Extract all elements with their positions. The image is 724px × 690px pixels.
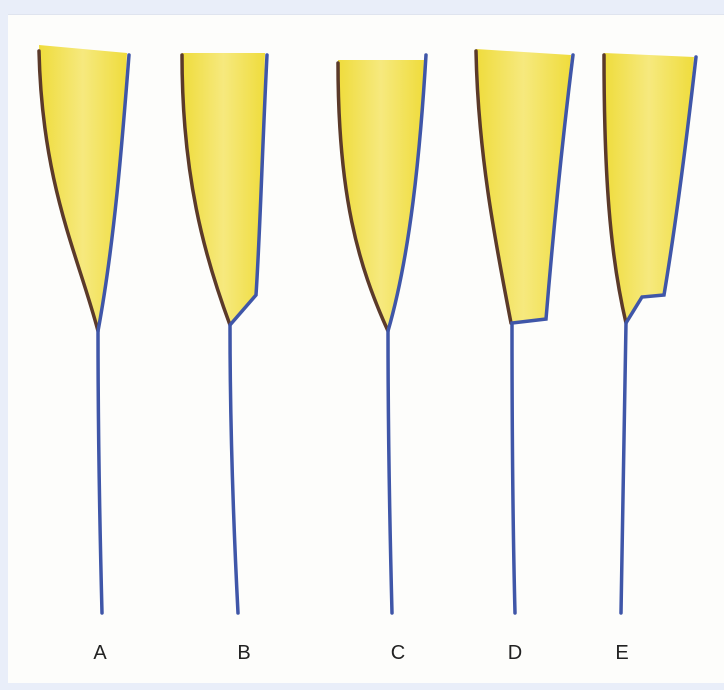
shape-a-fill (39, 45, 127, 331)
shape-b (182, 53, 267, 613)
shape-a (39, 45, 129, 613)
label-a: A (85, 643, 115, 663)
canal-taper-illustration (8, 15, 724, 683)
shape-d (476, 49, 573, 613)
shape-e (604, 53, 696, 613)
shape-b-fill (182, 53, 265, 325)
label-c: C (383, 643, 413, 663)
label-d: D (500, 643, 530, 663)
shape-c-fill (338, 60, 424, 331)
shape-c (338, 55, 426, 613)
figure-panel: A B C D E (8, 14, 724, 683)
label-e: E (607, 643, 637, 663)
label-b: B (229, 643, 259, 663)
